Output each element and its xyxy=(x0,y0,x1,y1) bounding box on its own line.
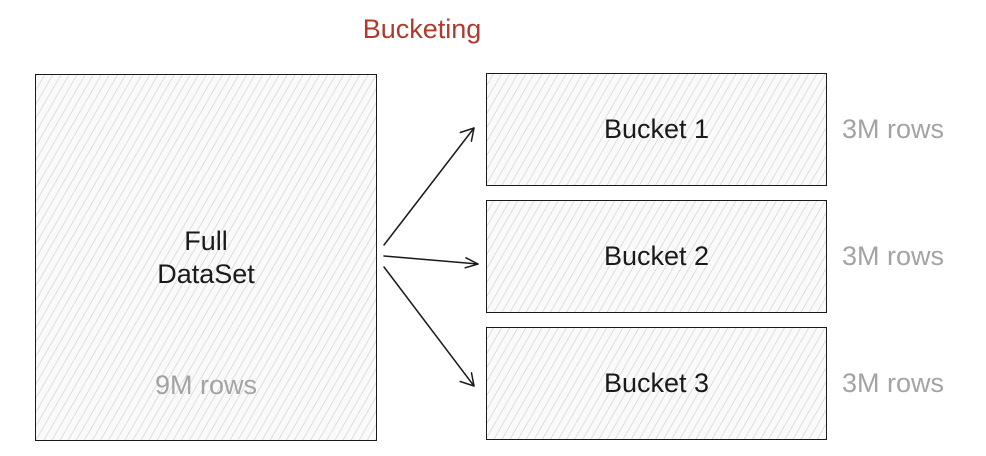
bucket-2-box: Bucket 2 xyxy=(486,200,827,313)
bucket-3-row-count: 3M rows xyxy=(842,368,945,398)
bucket-1-row-count: 3M rows xyxy=(842,114,945,144)
bucket-1-box: Bucket 1 xyxy=(486,73,827,186)
diagram-title: Bucketing xyxy=(362,14,482,44)
bucket-3-box: Bucket 3 xyxy=(486,327,827,440)
arrow-to-bucket-3 xyxy=(383,266,475,387)
bucket-3-label: Bucket 3 xyxy=(603,368,710,398)
full-dataset-label: Full DataSet xyxy=(36,225,376,291)
bucket-2-row-count: 3M rows xyxy=(842,241,945,271)
full-dataset-label-line1: Full xyxy=(184,226,228,256)
full-dataset-row-count: 9M rows xyxy=(154,370,257,400)
arrow-to-bucket-2 xyxy=(383,255,479,269)
full-dataset-label-line2: DataSet xyxy=(157,259,255,289)
bucket-2-label: Bucket 2 xyxy=(603,241,710,271)
full-dataset-box: Full DataSet 9M rows xyxy=(35,74,377,441)
arrow-to-bucket-1 xyxy=(383,127,475,246)
bucket-1-label: Bucket 1 xyxy=(603,114,710,144)
